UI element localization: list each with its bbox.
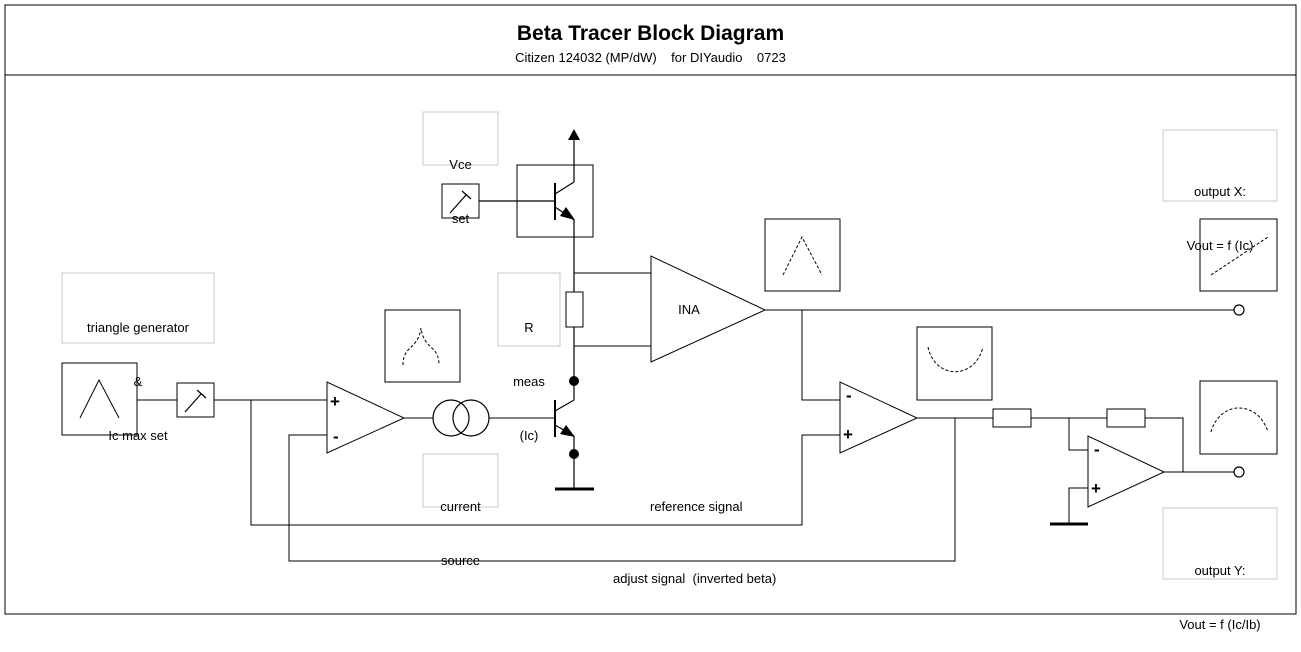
opamp2-minus: - — [846, 386, 852, 405]
output-y-label-box — [1162, 507, 1278, 580]
opamp2 — [839, 381, 919, 454]
cs-dashed-peak-icon — [402, 327, 440, 366]
opamp1-plus: + — [330, 392, 340, 411]
opamp2-plus: + — [843, 425, 853, 444]
triangle-generator-label: triangle generator & Ic max set — [62, 283, 214, 463]
block-diagram: + - - + - + INA — [4, 4, 1297, 615]
triangle-generator-line1: triangle generator — [87, 320, 189, 335]
triangle-generator-box — [61, 362, 138, 436]
opamp1 — [326, 381, 406, 454]
signal-wires — [137, 309, 1234, 562]
opamp3-minus: - — [1094, 440, 1100, 459]
output-y-label: output Y: Vout = f (Ic/Ib) — [1163, 526, 1277, 652]
output-y-line1: output Y: — [1194, 563, 1246, 578]
triangle-generator-line3: Ic max set — [108, 428, 168, 443]
reference-signal-label: reference signal — [650, 499, 743, 514]
ina-label: INA — [678, 302, 700, 317]
output-x-line1: output X: — [1193, 184, 1247, 199]
ina-dashed-triangle-icon — [782, 235, 823, 276]
output-y-line2: Vout = f (Ic/Ib) — [1179, 617, 1261, 632]
ina-amplifier — [650, 255, 767, 363]
x-dashed-ramp-icon — [1210, 236, 1269, 276]
current-source-label: current source — [423, 462, 498, 588]
rmeas-label-box — [497, 272, 561, 347]
current-source-line2: source — [440, 553, 481, 568]
rmeas-resistor — [565, 291, 584, 328]
current-source-icon — [432, 399, 490, 437]
output-y-terminal — [1233, 466, 1245, 478]
waveform-box-y — [1199, 380, 1278, 455]
title-area: Beta Tracer Block Diagram Citizen 124032… — [5, 5, 1296, 75]
output-x-line2: Vout = f (Ic) — [1186, 238, 1254, 253]
input-resistor — [992, 408, 1032, 428]
current-source-label-box — [422, 453, 499, 508]
outer-frame — [4, 4, 1297, 615]
triangle-generator-line2: & — [133, 374, 143, 389]
rmeas-line3: (Ic) — [519, 428, 539, 443]
opamp1-minus: - — [333, 427, 339, 446]
triangle-generator-label-box — [61, 272, 215, 344]
lower-emitter-arrow — [560, 425, 575, 437]
output-x-label-box — [1162, 129, 1278, 202]
waveform-box-ina — [764, 218, 841, 292]
supply-arrow-icon — [568, 129, 580, 140]
page-subtitle: Citizen 124032 (MP/dW) for DIYaudio 0723 — [515, 50, 786, 65]
label-boxes — [61, 111, 1278, 580]
rmeas-label: R meas (Ic) — [498, 283, 560, 463]
adjust-signal-label: adjust signal (inverted beta) — [613, 571, 777, 586]
waveform-box-diff — [916, 326, 993, 401]
y-dashed-arch-icon — [1210, 407, 1269, 433]
vce-set-line1: Vce — [449, 157, 472, 172]
rmeas-line1: R — [524, 320, 534, 335]
pot-triangle-icon — [184, 389, 207, 413]
page-title: Beta Tracer Block Diagram — [516, 22, 785, 45]
ina-wires — [574, 272, 651, 347]
lower-transistor-icon — [554, 381, 594, 491]
triangle-waveform-icon — [79, 378, 120, 419]
current-source-line1: current — [440, 499, 481, 514]
opamp3 — [1087, 435, 1166, 508]
diff-dashed-bowl-icon — [927, 346, 984, 373]
vce-set-line2: set — [451, 211, 470, 226]
vce-set-label: Vce set — [423, 120, 498, 246]
pot-vce-icon — [449, 190, 472, 214]
opamp3-plus: + — [1091, 479, 1101, 498]
waveform-box-cs — [384, 309, 461, 383]
feedback-resistor — [1106, 408, 1146, 428]
output-x-terminal — [1233, 304, 1245, 316]
waveform-box-x — [1199, 218, 1278, 292]
dut-emitter-arrow — [560, 207, 575, 220]
rmeas-line2: meas — [513, 374, 545, 389]
vce-set-label-box — [422, 111, 499, 166]
output-x-label: output X: Vout = f (Ic) — [1163, 147, 1277, 273]
